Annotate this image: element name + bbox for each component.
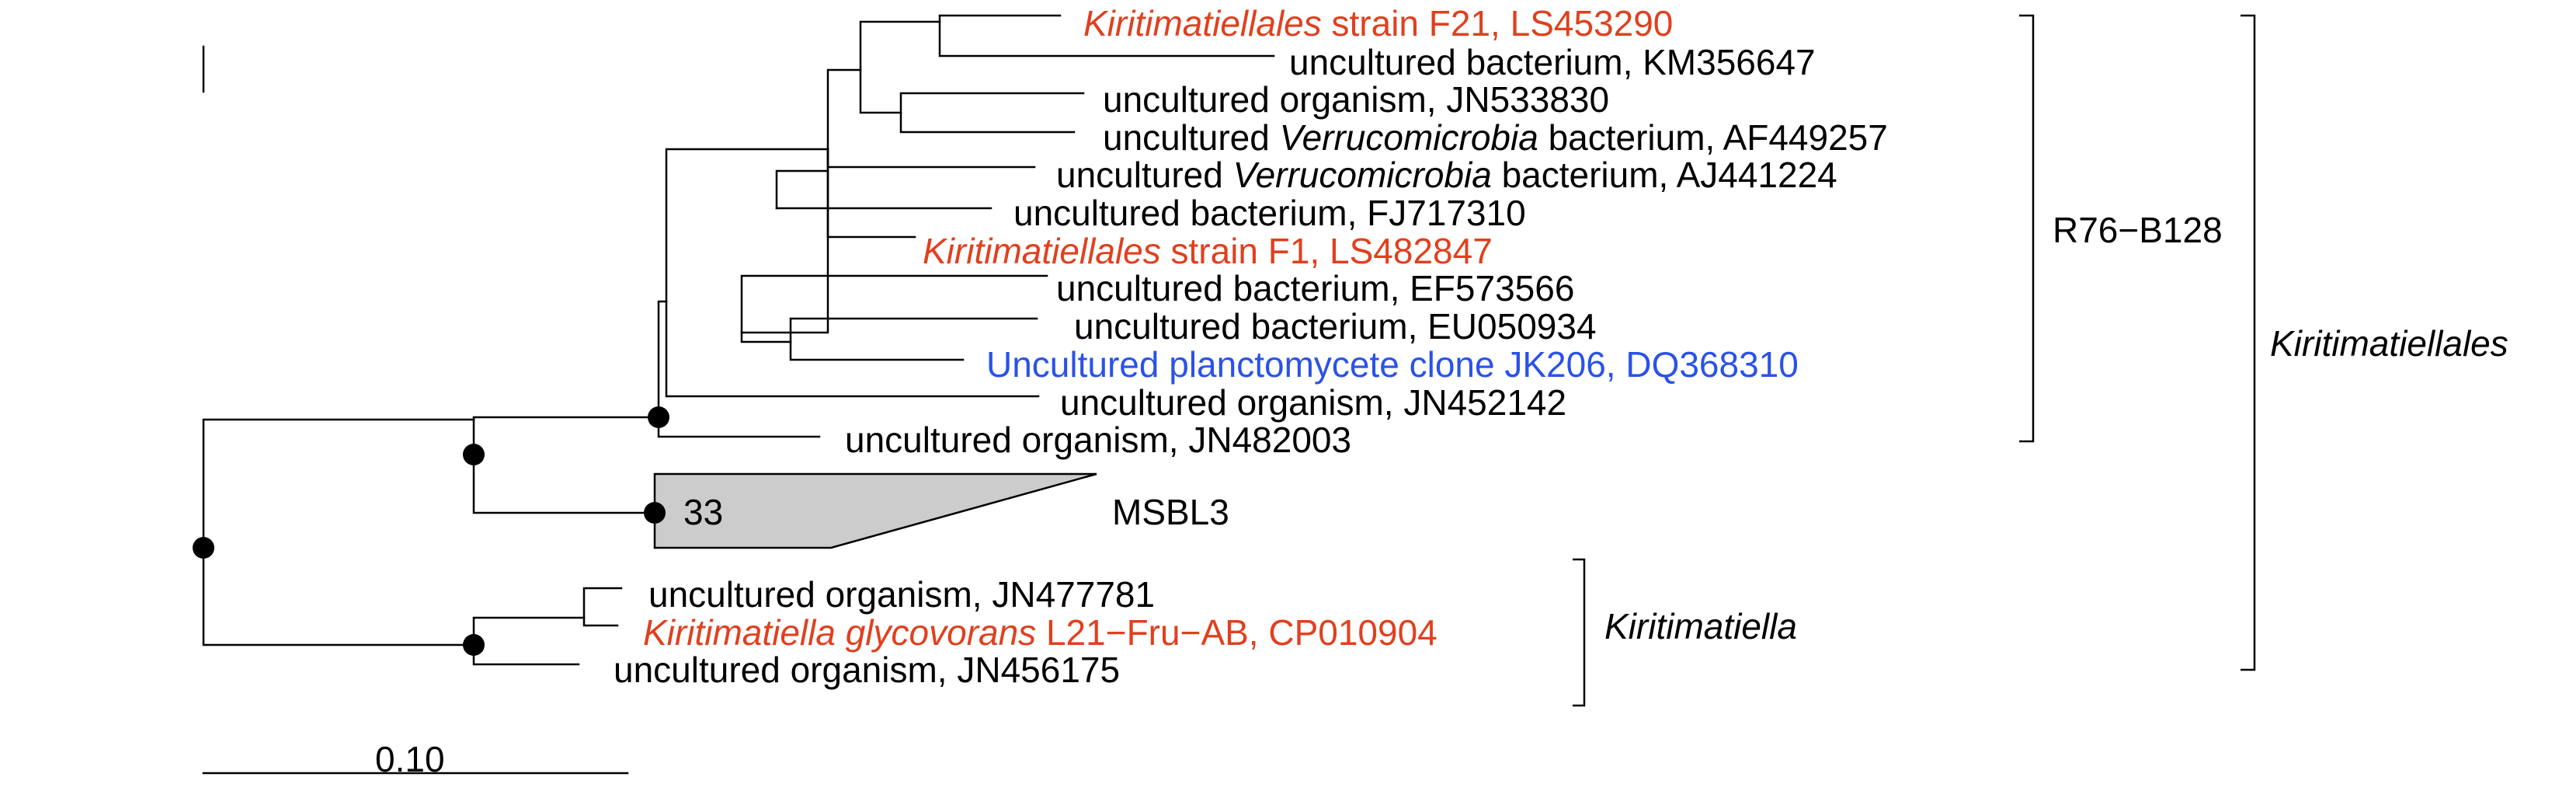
leaf-label-jn456175: uncultured organism, JN456175 <box>614 650 1120 690</box>
branch-cp010904 <box>582 616 619 627</box>
bracket-kiritimatiella <box>1573 558 1586 707</box>
leaf-label-jn482003: uncultured organism, JN482003 <box>845 420 1351 460</box>
leaf-label-jk206: Uncultured planctomycete clone JK206, DQ… <box>986 344 1799 385</box>
bracket-kiritimatiellales <box>2241 14 2256 671</box>
leaf-label-part: uncultured <box>1056 155 1233 195</box>
branch-jk206 <box>789 340 965 361</box>
collapsed-clade-name: MSBL3 <box>1112 492 1229 532</box>
leaf-label-part: Verrucomicrobia <box>1280 117 1538 158</box>
node-dot-r76 <box>648 406 669 428</box>
branch-ef573566 <box>740 274 1048 334</box>
branch-af449257 <box>899 111 1076 134</box>
tree-branches <box>202 14 1275 666</box>
branch-km356647 <box>938 20 1275 57</box>
leaf-label-fj717310: uncultured bacterium, FJ717310 <box>1013 193 1526 233</box>
support-nodes <box>193 406 669 656</box>
leaf-label-part: strain F1, LS482847 <box>1161 231 1493 271</box>
node-dot-msbl3 <box>644 502 666 524</box>
leaf-label-jn452142: uncultured organism, JN452142 <box>1060 382 1566 423</box>
leaf-label-eu050934: uncultured bacterium, EU050934 <box>1074 306 1597 347</box>
leaf-label-part: Kiritimatiella glycovorans <box>643 612 1036 653</box>
scale-bar: 0.10 <box>202 739 629 779</box>
branch-eu050934 <box>789 317 1038 343</box>
leaf-label-part: uncultured organism, JN456175 <box>614 650 1120 690</box>
branch-aj441224 <box>826 148 1036 169</box>
leaf-label-aj441224: uncultured Verrucomicrobia bacterium, AJ… <box>1056 155 1837 195</box>
leaf-label-f21: Kiritimatiellales strain F21, LS453290 <box>1083 3 1673 44</box>
bracket-label-r76: R76−B128 <box>2053 210 2223 250</box>
leaf-labels: Kiritimatiellales strain F21, LS453290un… <box>614 3 1888 690</box>
leaf-label-part: uncultured organism, JN533830 <box>1103 79 1609 120</box>
branch-jn452142 <box>665 300 1040 398</box>
leaf-label-part: Kiritimatiellales <box>1083 3 1322 44</box>
leaf-label-f1: Kiritimatiellales strain F1, LS482847 <box>923 231 1493 271</box>
leaf-label-part: bacterium, AJ441224 <box>1492 155 1837 195</box>
bracket-label-kiritimatiellales: Kiritimatiellales <box>2270 323 2508 364</box>
leaf-label-part: uncultured bacterium, EF573566 <box>1056 268 1574 308</box>
leaf-label-part: L21−Fru−AB, CP010904 <box>1036 612 1437 653</box>
leaf-label-part: uncultured bacterium, FJ717310 <box>1013 193 1526 233</box>
leaf-label-af449257: uncultured Verrucomicrobia bacterium, AF… <box>1103 117 1888 158</box>
branch-to-eu-node <box>740 331 792 343</box>
branch-f21 <box>938 14 1062 23</box>
leaf-label-part: uncultured bacterium, EU050934 <box>1074 306 1597 347</box>
node-dot-root <box>193 537 214 559</box>
branch-r76-up <box>657 300 668 419</box>
leaf-label-part: uncultured <box>1103 117 1280 158</box>
leaf-label-part: bacterium, AF449257 <box>1538 117 1888 158</box>
leaf-label-part: Kiritimatiellales <box>923 231 1161 271</box>
leaf-label-part: Verrucomicrobia <box>1233 155 1492 195</box>
node-dot-upper <box>463 444 485 465</box>
branch-jn482003 <box>657 416 821 438</box>
leaf-label-part: uncultured organism, JN482003 <box>845 420 1351 460</box>
leaf-label-part: strain F21, LS453290 <box>1322 3 1674 44</box>
node-dot-kiritimatiella <box>463 634 485 656</box>
leaf-label-part: uncultured bacterium, KM356647 <box>1289 42 1816 82</box>
leaf-label-ef573566: uncultured bacterium, EF573566 <box>1056 268 1574 308</box>
collapsed-clade-count: 33 <box>683 492 723 532</box>
branch-jn533830 <box>899 92 1085 114</box>
leaf-label-part: uncultured organism, JN452142 <box>1060 382 1566 423</box>
bracket-label-kiritimatiella: Kiritimatiella <box>1604 606 1797 646</box>
leaf-label-part: uncultured organism, JN477781 <box>648 574 1155 615</box>
collapsed-clade-msbl3: 33 MSBL3 <box>653 472 1229 549</box>
leaf-label-jn533830: uncultured organism, JN533830 <box>1103 79 1609 120</box>
branch-to-inner-a <box>665 148 829 303</box>
branch-root-lower <box>202 546 475 646</box>
branch-to-r76-node <box>472 416 660 421</box>
branch-jn477781 <box>582 587 623 619</box>
branch-to-msbl3 <box>472 418 656 514</box>
branch-root-upper <box>202 418 475 549</box>
bracket-r76 <box>2019 14 2035 443</box>
leaf-label-jn477781: uncultured organism, JN477781 <box>648 574 1155 615</box>
leaf-label-part: Uncultured planctomycete clone JK206, DQ… <box>986 344 1799 385</box>
clade-brackets: R76−B128 Kiritimatiellales Kiritimatiell… <box>1573 14 2508 707</box>
leaf-label-km356647: uncultured bacterium, KM356647 <box>1289 42 1816 82</box>
branch-f1 <box>826 148 916 239</box>
leaf-label-cp010904: Kiritimatiella glycovorans L21−Fru−AB, C… <box>643 612 1437 653</box>
scale-bar-label: 0.10 <box>375 739 445 779</box>
branch-jn456175 <box>472 643 580 666</box>
